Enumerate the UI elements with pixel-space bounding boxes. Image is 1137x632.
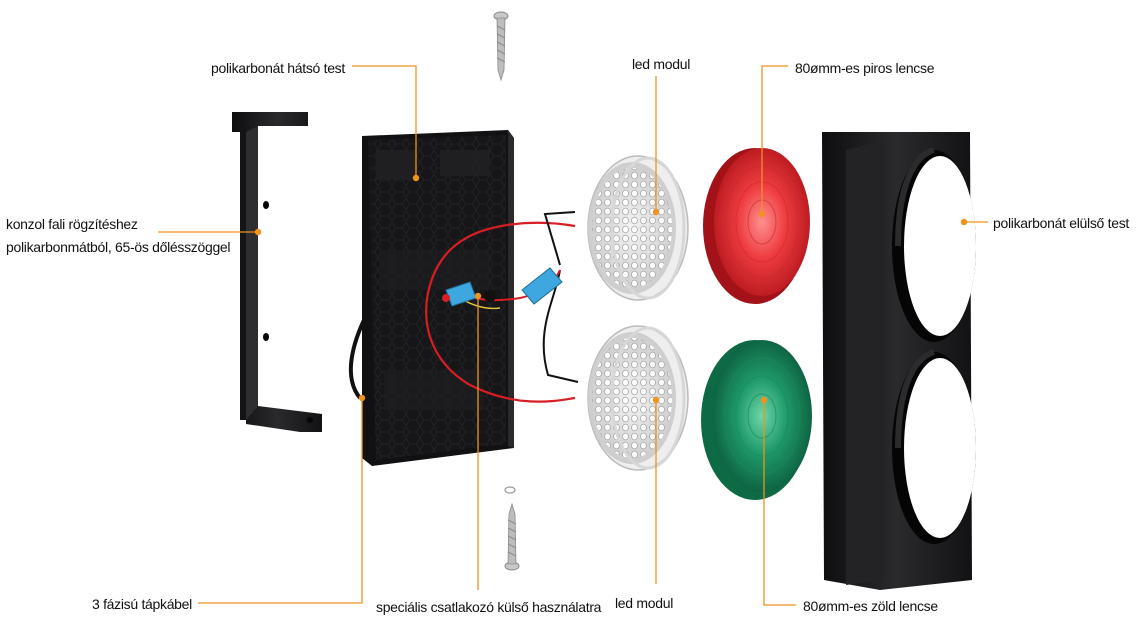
leader-green-lens-dot xyxy=(760,396,768,404)
leader-bracket-dot xyxy=(254,228,262,236)
label-power-cable: 3 fázisú tápkábel xyxy=(92,596,192,612)
red-lens xyxy=(703,148,810,304)
front-housing xyxy=(822,132,976,590)
leader-rear-body xyxy=(352,65,417,178)
leader-front-body-dot xyxy=(960,218,968,226)
bracket xyxy=(232,112,322,432)
leader-rear-body-dot xyxy=(412,174,420,182)
label-connector: speciális csatlakozó külső használatra xyxy=(376,599,602,615)
leader-led-top-dot xyxy=(652,208,660,216)
leader-green-lens xyxy=(763,400,796,606)
led-module-bottom xyxy=(587,325,689,471)
leader-red-lens xyxy=(761,65,788,214)
screw-bottom xyxy=(504,486,520,571)
label-bracket-line2: polikarbonmátból, 65-ös dőlésszöggel xyxy=(6,239,231,255)
leader-lines xyxy=(158,65,988,606)
label-front-body: polikarbonát elülső test xyxy=(993,215,1129,231)
screw-top xyxy=(493,11,509,82)
label-green-lens: 80ømm-es zöld lencse xyxy=(803,598,938,614)
label-led-module-top: led modul xyxy=(632,56,691,72)
green-lens xyxy=(701,340,812,500)
leader-led-bottom-dot xyxy=(652,396,660,404)
label-red-lens: 80ømm-es piros lencse xyxy=(795,60,935,76)
led-module-top xyxy=(587,155,689,301)
label-bracket-line1: konzol fali rögzítéshez xyxy=(6,216,138,232)
leader-red-lens-dot xyxy=(758,210,766,218)
leader-power-cable xyxy=(198,398,363,604)
connector-blue-left xyxy=(442,281,496,307)
label-rear-body: polikarbonát hátsó test xyxy=(211,60,345,76)
label-led-module-bottom: led modul xyxy=(615,595,674,611)
rear-housing xyxy=(362,130,514,466)
leader-connector-dot xyxy=(474,292,482,300)
connector-blue-right xyxy=(521,267,563,305)
leader-power-cable-dot xyxy=(358,394,366,402)
